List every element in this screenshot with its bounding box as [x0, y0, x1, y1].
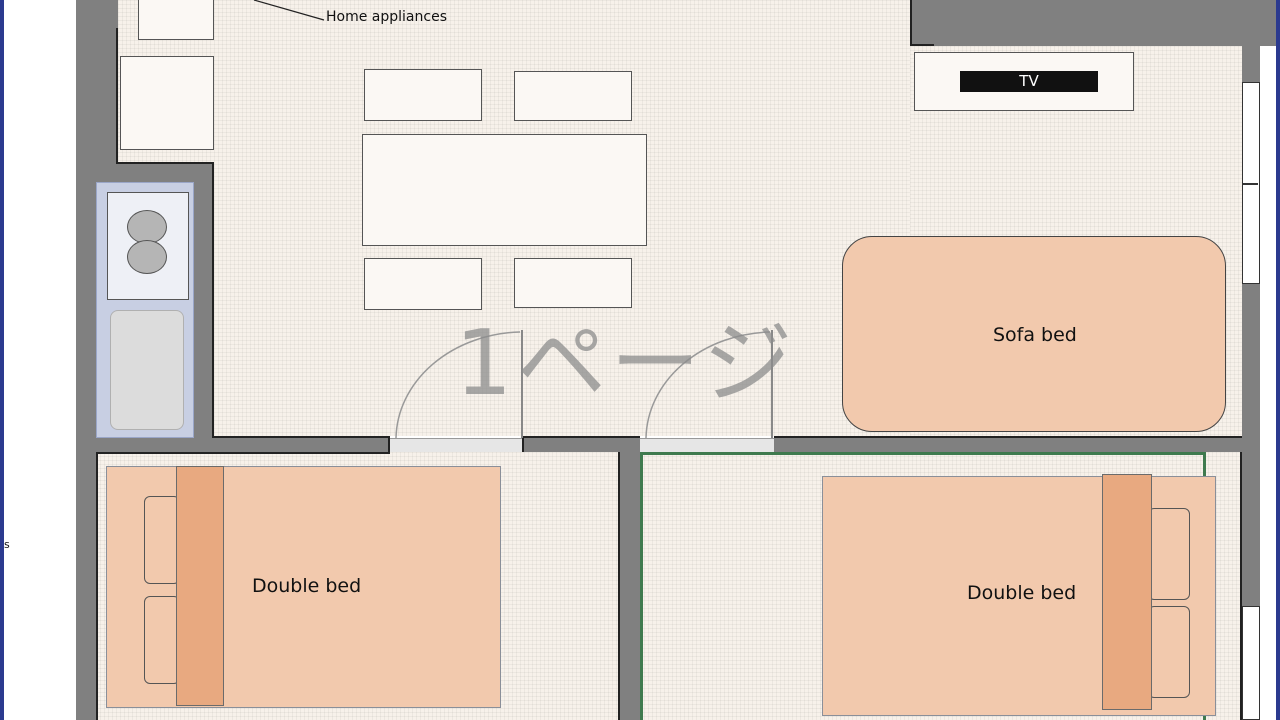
wall-edge — [116, 28, 118, 164]
leader-line — [253, 0, 325, 21]
door-swing-icon[interactable] — [642, 326, 778, 442]
window-frame-right — [1276, 0, 1280, 720]
pillow-icon — [1148, 606, 1190, 698]
wall-north-east — [910, 0, 1276, 46]
home-appliances-label: Home appliances — [326, 9, 447, 25]
dining-chair[interactable] — [364, 258, 482, 310]
wall-between-bedrooms — [620, 436, 640, 720]
door-threshold-right — [640, 438, 774, 452]
double-bed-right-label: Double bed — [967, 582, 1077, 604]
page-watermark: 1ページ — [455, 311, 797, 416]
wall-edge — [910, 44, 934, 46]
wall-edge — [116, 162, 214, 164]
window-east-upper — [1242, 82, 1260, 284]
stove[interactable] — [107, 192, 189, 300]
appliance-box[interactable] — [120, 56, 214, 150]
wall-edge — [522, 436, 640, 438]
pillow-icon — [144, 496, 180, 584]
sofa-bed-label: Sofa bed — [993, 324, 1077, 346]
dining-chair[interactable] — [364, 69, 482, 121]
wall-edge — [618, 452, 620, 720]
wall-edge — [910, 0, 912, 46]
wall-west-inner — [96, 28, 118, 168]
tv-screen[interactable]: TV — [960, 71, 1098, 92]
wall-edge — [774, 436, 1242, 438]
wall-edge — [96, 452, 390, 454]
dining-chair[interactable] — [514, 71, 632, 121]
sink-icon[interactable] — [110, 310, 184, 430]
door-swing-icon[interactable] — [392, 326, 528, 442]
dining-table[interactable] — [362, 134, 647, 246]
wall-divider-2 — [522, 436, 640, 452]
wall-west — [76, 0, 96, 720]
appliance-box-top[interactable] — [138, 0, 214, 40]
wall-edge — [522, 436, 524, 452]
sofa-bed[interactable] — [842, 236, 1226, 432]
wall-edge — [212, 436, 390, 438]
headboard-icon — [176, 466, 224, 706]
stove-burner-icon — [127, 240, 167, 274]
cut-off-label: s — [4, 538, 10, 551]
dining-chair[interactable] — [514, 258, 632, 308]
window-east-lower — [1242, 606, 1260, 720]
wall-divider-3 — [774, 436, 1242, 452]
wall-edge — [212, 162, 214, 438]
pillow-icon — [1148, 508, 1190, 600]
stove-burner-icon — [127, 210, 167, 244]
wall-edge — [1240, 452, 1242, 720]
double-bed-left-label: Double bed — [252, 575, 362, 597]
wall-edge — [96, 452, 98, 720]
door-threshold-left — [390, 438, 522, 452]
window-frame-left — [0, 0, 4, 720]
wall-divider-1 — [96, 436, 390, 452]
headboard-icon — [1102, 474, 1152, 710]
pillow-icon — [144, 596, 180, 684]
wall-edge — [388, 436, 390, 452]
